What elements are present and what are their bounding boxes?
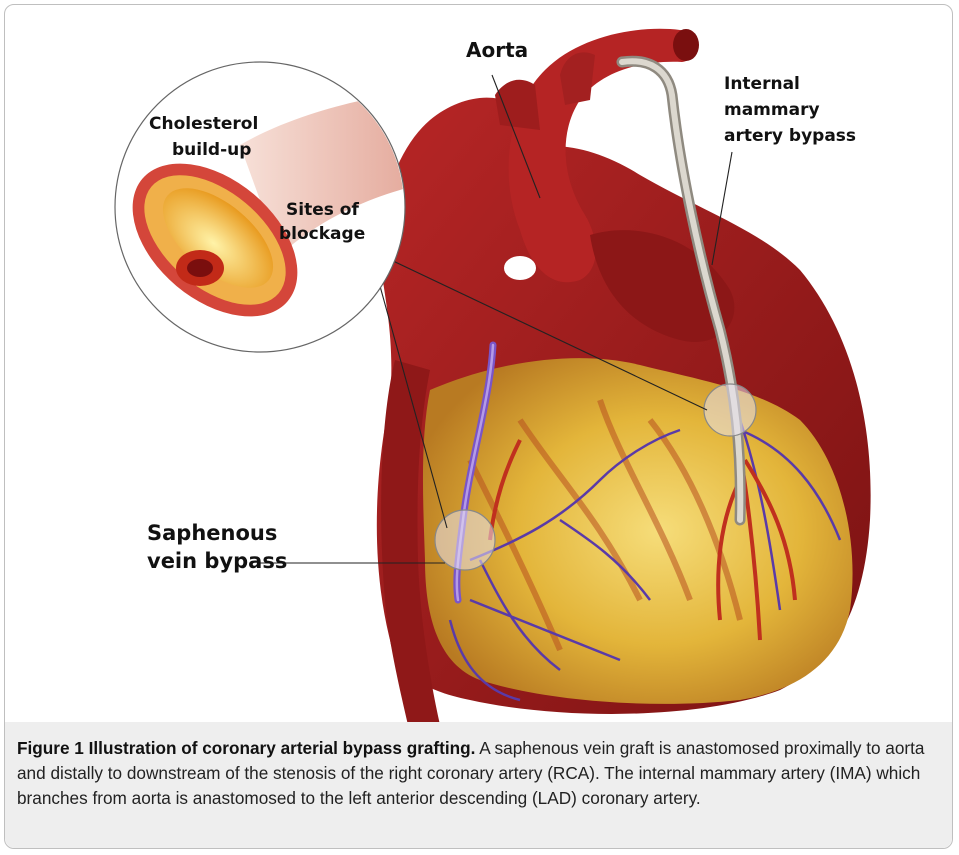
label-ima-line1: Internal [724,72,800,96]
blockage-site-lad [704,384,756,436]
label-ima-line3: artery bypass [724,124,856,148]
label-aorta: Aorta [466,38,528,62]
label-cholesterol-line1: Cholesterol [149,112,258,136]
label-sites-line1: Sites of [286,198,359,222]
label-saphenous-line1: Saphenous [147,519,277,547]
label-cholesterol-line2: build-up [172,138,251,162]
label-sites-line2: blockage [279,222,365,246]
caption-title: Figure 1 Illustration of coronary arteri… [17,738,475,758]
label-ima-line2: mammary [724,98,820,122]
label-saphenous-line2: vein bypass [147,547,287,575]
figure-caption: Figure 1 Illustration of coronary arteri… [5,722,952,848]
